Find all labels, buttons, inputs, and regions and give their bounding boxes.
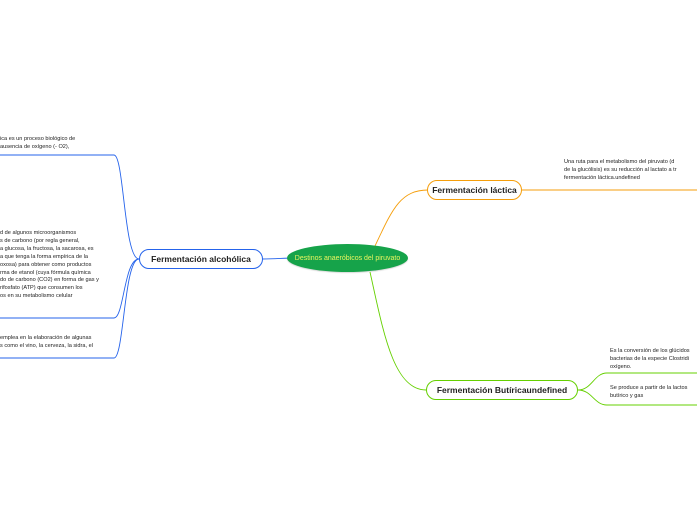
branch-butyric-label: Fermentación Butíricaundefined [436,385,568,395]
alcoholic-note-definition[interactable]: ica es un proceso biológico de ausencia … [0,136,76,150]
butyric-note-definition[interactable]: Es la conversión de los glúcidos bacteri… [610,348,690,370]
connector-butyric [369,271,427,391]
butyric-note-origin[interactable]: Se produce a partir de la lactos butíric… [610,385,688,399]
central-topic[interactable]: Destinos anaeróbicos del piruvato [287,244,408,272]
lactic-note-description[interactable]: Una ruta para el metabolismo del piruvat… [564,159,677,181]
connector-alcoholic-note-3 [0,258,140,359]
branch-lactic[interactable]: Fermentación láctica [427,180,522,200]
alcoholic-note-uses[interactable]: emplea en la elaboración de algunas s co… [0,335,93,349]
branch-lactic-label: Fermentación láctica [432,185,517,195]
connector-alcoholic-note-1 [0,154,140,260]
branch-alcoholic[interactable]: Fermentación alcohólica [139,249,263,269]
central-topic-label: Destinos anaeróbicos del piruvato [294,254,401,262]
connector-butyric-note-2 [577,389,697,406]
branch-alcoholic-label: Fermentación alcohólica [151,254,251,264]
connector-lactic [374,189,429,247]
connector-alcoholic-note-2 [0,258,140,319]
branch-butyric[interactable]: Fermentación Butíricaundefined [426,380,578,400]
connector-butyric-note-1 [577,372,697,391]
alcoholic-note-process[interactable]: d de algunos microorganismos s de carbon… [0,230,99,300]
